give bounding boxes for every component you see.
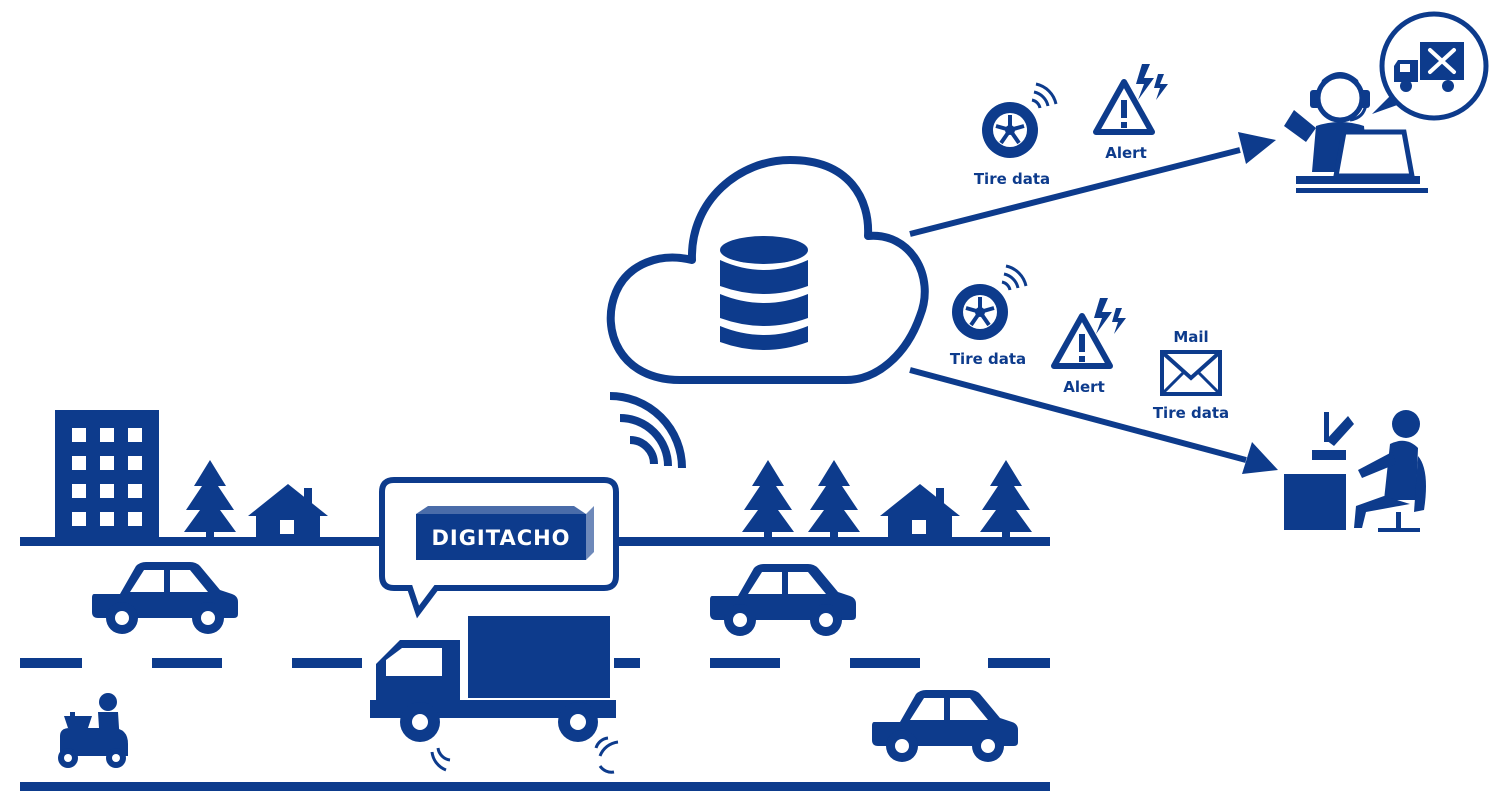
alert-icon — [1054, 298, 1126, 366]
tire-icon — [980, 82, 1058, 160]
upper-tire-label: Tire data — [974, 170, 1050, 188]
wireless-icon — [609, 392, 686, 469]
car-icon — [872, 690, 1018, 762]
mail-tire-label: Tire data — [1153, 404, 1229, 422]
tree-icon — [980, 460, 1032, 540]
arrow-to-operator — [909, 132, 1276, 237]
mail-icon — [1160, 350, 1222, 396]
digitacho-device: DIGITACHO — [416, 506, 594, 560]
tree-icon — [184, 460, 236, 540]
tire-signal-icon — [430, 736, 619, 774]
database-icon — [720, 236, 808, 350]
cloud-icon — [606, 156, 929, 384]
lane-divider — [20, 658, 1050, 668]
alert-icon — [1096, 64, 1168, 132]
tire-icon — [950, 264, 1028, 342]
mail-label: Mail — [1173, 328, 1208, 346]
scooter-icon — [58, 693, 128, 768]
desk-worker-icon — [1284, 410, 1426, 532]
operator-icon — [1284, 72, 1428, 193]
lower-tire-label: Tire data — [950, 350, 1026, 368]
upper-alert-label: Alert — [1105, 144, 1147, 162]
arrow-to-desk-worker — [909, 367, 1278, 474]
house-icon — [248, 484, 328, 540]
truck-icon — [370, 616, 619, 774]
lower-alert-label: Alert — [1063, 378, 1105, 396]
digitacho-callout: DIGITACHO — [379, 477, 619, 619]
tree-icon — [742, 460, 794, 540]
repair-truck-bubble — [1372, 11, 1489, 121]
car-icon — [92, 562, 238, 634]
building-icon — [55, 410, 159, 540]
tree-icon — [808, 460, 860, 540]
house-icon — [880, 484, 960, 540]
road-edge — [20, 782, 1050, 791]
digitacho-label: DIGITACHO — [431, 526, 570, 550]
car-icon — [710, 564, 856, 636]
